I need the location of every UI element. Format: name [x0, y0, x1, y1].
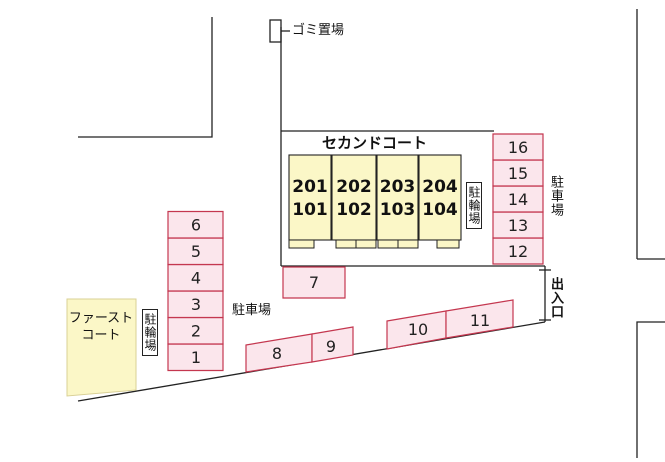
unit-number-upper: 204: [422, 177, 458, 197]
balcony: [335, 239, 357, 249]
parking-space-number: 3: [191, 295, 201, 314]
unit-block: [376, 154, 419, 241]
parking-space-13: 13: [492, 211, 544, 239]
first-court-label-line2: コート: [81, 328, 121, 343]
parking-space-8: 8: [245, 333, 313, 373]
unit-number-lower: 103: [380, 200, 416, 220]
first-court-building: [66, 298, 137, 397]
unit-block: [418, 154, 462, 241]
parking-space-number: 7: [309, 273, 319, 292]
bicycle-parking-first: 駐輪場: [142, 309, 158, 356]
parking-space-number: 4: [191, 269, 201, 288]
parking-space-number: 8: [272, 344, 282, 363]
parking-space-number: 11: [470, 311, 490, 330]
parking-space-number: 9: [326, 337, 336, 356]
parking-space-outline: [167, 210, 224, 239]
balcony: [397, 239, 419, 249]
parking-space-15: 15: [492, 159, 544, 187]
parking-space-outline: [311, 326, 354, 363]
bicycle-parking-second: 駐輪場: [466, 182, 482, 229]
parking-space-7: 7: [282, 266, 346, 299]
balcony: [436, 239, 460, 249]
parking-space-10: 10: [386, 310, 447, 350]
balcony: [288, 239, 315, 249]
parking-space-number: 10: [408, 320, 428, 339]
parking-space-9: 9: [311, 326, 354, 363]
parking-label-vertical: 駐車場: [548, 175, 563, 217]
parking-space-1: 1: [167, 343, 224, 372]
parking-space-3: 3: [167, 290, 224, 319]
entrance-label: 出入口: [548, 277, 563, 319]
garbage-label: ゴミ置場: [292, 23, 345, 38]
parking-space-number: 6: [191, 216, 201, 235]
parking-space-number: 15: [508, 164, 528, 183]
garbage-box: [269, 19, 282, 43]
parking-space-5: 5: [167, 237, 224, 266]
parking-space-number: 2: [191, 322, 201, 341]
parking-space-11: 11: [445, 299, 514, 339]
unit-number-lower: 104: [422, 200, 458, 220]
parking-space-12: 12: [492, 237, 544, 265]
parking-space-outline: [492, 133, 544, 161]
parking-space-6: 6: [167, 210, 224, 239]
second-court-title: セカンドコート: [322, 134, 428, 152]
parking-space-number: 14: [508, 190, 528, 209]
parking-space-4: 4: [167, 263, 224, 292]
north-west-boundary: [78, 17, 213, 138]
unit-block: [288, 154, 332, 241]
parking-space-outline: [282, 266, 346, 299]
parking-space-number: 5: [191, 242, 201, 261]
unit-block: [331, 154, 377, 241]
parking-space-16: 16: [492, 133, 544, 161]
east-road-edge-south: [636, 321, 665, 458]
parking-space-number: 13: [508, 216, 528, 235]
parking-space-outline: [445, 299, 514, 339]
unit-number-lower: 101: [292, 200, 328, 220]
parking-space-number: 16: [508, 138, 528, 157]
parking-label-horizontal: 駐車場: [232, 303, 272, 318]
boundary-lines: [77, 9, 665, 458]
balcony: [355, 239, 377, 249]
first-court-label-line1: ファースト: [68, 311, 134, 326]
unit-number-upper: 201: [292, 177, 328, 197]
unit-number-lower: 102: [336, 200, 372, 220]
parking-space-number: 12: [508, 242, 528, 261]
unit-number-upper: 203: [380, 177, 416, 197]
unit-number-upper: 202: [336, 177, 372, 197]
parking-space-14: 14: [492, 185, 544, 213]
parking-space-2: 2: [167, 316, 224, 345]
balcony: [377, 239, 399, 249]
parking-space-number: 1: [191, 348, 201, 367]
